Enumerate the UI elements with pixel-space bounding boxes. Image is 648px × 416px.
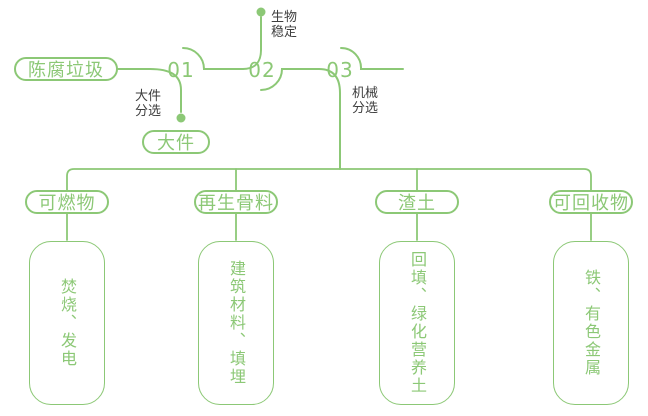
flow-line-tail (340, 46, 404, 70)
branch-node-residue-soil: 渣土 (375, 190, 459, 214)
disposal-text-building-materials: 建筑材料、填埋 (227, 260, 246, 386)
flow-line-step2-to-step3 (260, 68, 320, 91)
disposal-box-backfill: 回填、绿化营养土 (379, 241, 455, 405)
disposal-text-metals: 铁、有色金属 (582, 269, 601, 377)
branch-node-recycled-aggregate: 再生骨料 (194, 190, 278, 214)
branch-node-combustibles: 可燃物 (25, 190, 109, 214)
step-number-03: 03 (326, 58, 354, 82)
disposal-text-incineration: 焚烧、发电 (58, 278, 77, 368)
junction-dot-bulky (176, 113, 186, 123)
flow-line-source-to-step1 (116, 68, 182, 113)
disposal-box-building-materials: 建筑材料、填埋 (198, 241, 274, 405)
distribution-bar (66, 168, 592, 191)
output-node-bulky-items: 大件 (142, 130, 210, 154)
step-number-01: 01 (167, 58, 195, 82)
disposal-box-incineration: 焚烧、发电 (29, 241, 105, 405)
disposal-text-backfill: 回填、绿化营养土 (408, 251, 427, 395)
junction-dot-bio (256, 7, 266, 17)
step-number-02: 02 (248, 58, 276, 82)
feed-line-step3 (318, 68, 341, 170)
step-label-bulky-sorting: 大件 分选 (135, 89, 162, 119)
step-label-mechanical-sorting: 机械 分选 (352, 86, 379, 116)
flow-line-step1-to-step2 (182, 47, 244, 70)
callout-line-bio (242, 16, 262, 70)
source-node-aged-waste: 陈腐垃圾 (14, 57, 118, 81)
step-label-bio-stabilization: 生物 稳定 (271, 10, 298, 40)
disposal-box-metals: 铁、有色金属 (553, 241, 629, 405)
branch-node-recyclables: 可回收物 (549, 190, 633, 214)
